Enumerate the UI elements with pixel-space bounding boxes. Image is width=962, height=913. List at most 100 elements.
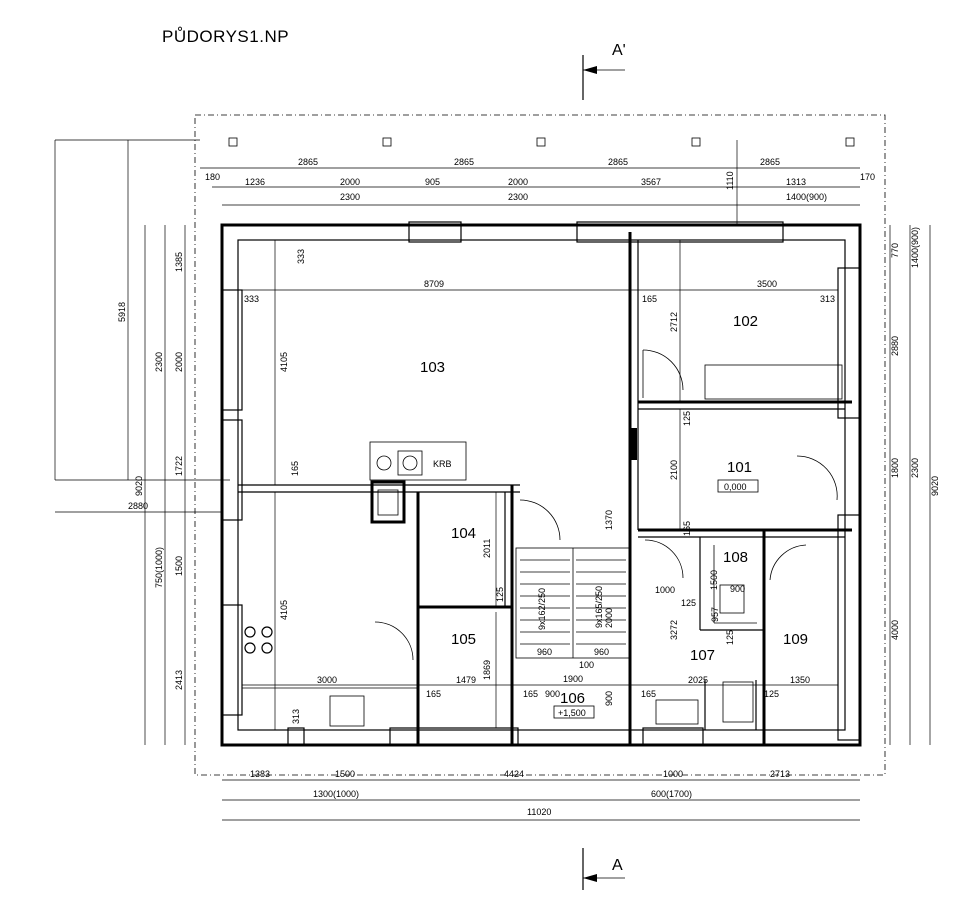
section-label-top: A' [612, 42, 626, 59]
dim-2011: 2011 [482, 539, 492, 558]
dim-left-2413: 2413 [174, 670, 184, 690]
dim-right-2300: 2300 [910, 458, 920, 478]
dim-125d: 125 [725, 630, 735, 645]
dim-top-2300b: 2300 [508, 192, 528, 202]
dim-top-3567: 3567 [641, 177, 661, 187]
dim-957: 957 [710, 607, 720, 622]
dim-2025: 2025 [688, 675, 708, 685]
room-101-label: 101 [727, 459, 752, 476]
dim-900b: 900 [545, 689, 560, 699]
dim-top-1313: 1313 [786, 177, 806, 187]
dimension-text-internal: 8709 3500 333 333 165 313 2712 4105 4105… [244, 249, 835, 724]
dim-165c: 165 [682, 521, 692, 536]
room-106-level: +1,500 [558, 708, 586, 718]
dim-900a: 900 [604, 691, 614, 706]
dim-313b: 313 [291, 709, 301, 724]
dim-2100: 2100 [669, 460, 679, 480]
dim-top-2000b: 2000 [508, 177, 528, 187]
dim-1900: 1900 [563, 674, 583, 684]
room-103-label: 103 [420, 359, 445, 376]
dim-left-1385: 1385 [174, 252, 184, 272]
dim-top-1110: 1110 [725, 171, 735, 190]
dim-100: 100 [579, 660, 594, 670]
room-109-label: 109 [783, 631, 808, 648]
dim-125c: 125 [681, 598, 696, 608]
dim-left-2000: 2000 [174, 352, 184, 372]
dim-left-1500: 1500 [174, 556, 184, 576]
room-104-label: 104 [451, 525, 476, 542]
dim-1370: 1370 [604, 510, 614, 530]
dim-right-2880: 2880 [890, 336, 900, 356]
room-107-label: 107 [690, 647, 715, 664]
dim-4105b: 4105 [279, 600, 289, 620]
dim-left-750: 750(1000) [154, 547, 164, 588]
dim-left-1722: 1722 [174, 456, 184, 476]
room-102-label: 102 [733, 313, 758, 330]
dimension-lines [54, 139, 931, 821]
top-pillars [228, 137, 855, 147]
dim-right-4000: 4000 [890, 620, 900, 640]
room-106-label: 106 [560, 690, 585, 707]
dim-top-2865b: 2865 [454, 157, 474, 167]
dim-stair-1: 9x162/250 [537, 588, 547, 630]
dim-top-2000a: 2000 [340, 177, 360, 187]
dim-right-770: 770 [890, 243, 900, 258]
drawing-title: PŮDORYS1.NP [162, 27, 289, 46]
dim-top-2300a: 2300 [340, 192, 360, 202]
dim-stair-2: 9x165/250 [594, 586, 604, 628]
dim-top-170: 170 [860, 172, 875, 182]
dim-125a: 125 [682, 411, 692, 426]
dim-bottom-1383: 1383 [250, 769, 270, 779]
dim-8709: 8709 [424, 279, 444, 289]
dim-313a: 313 [820, 294, 835, 304]
dim-4105a: 4105 [279, 352, 289, 372]
dim-right-1400: 1400(900) [910, 227, 920, 268]
dim-1479: 1479 [456, 675, 476, 685]
dim-bottom-600: 600(1700) [651, 789, 692, 799]
dimension-text-left: 1385 2000 1722 1500 2413 2300 750(1000) … [117, 252, 184, 690]
fireplace-icon [376, 455, 418, 471]
dim-125e: 125 [764, 689, 779, 699]
dim-top-1400: 1400(900) [786, 192, 827, 202]
dim-1500-int: 1500 [709, 570, 719, 590]
room-labels: 103 102 101 0,000 104 105 106 +1,500 107… [420, 313, 808, 719]
dim-bottom-11020: 11020 [527, 807, 551, 817]
dim-2712: 2712 [669, 312, 679, 332]
dim-left-2300: 2300 [154, 352, 164, 372]
dim-165e: 165 [523, 689, 538, 699]
dim-2000: 2000 [604, 608, 614, 628]
dim-bottom-1300: 1300(1000) [313, 789, 359, 799]
dimension-text-top: 180 2865 2865 2865 2865 170 1236 2000 90… [205, 157, 875, 202]
dim-165d: 165 [426, 689, 441, 699]
dim-165a: 165 [642, 294, 657, 304]
dim-left-2880: 2880 [128, 501, 148, 511]
dim-3500: 3500 [757, 279, 777, 289]
dim-top-180: 180 [205, 172, 220, 182]
dim-960a: 960 [537, 647, 552, 657]
dim-900c: 900 [730, 584, 745, 594]
section-label-bottom: A [612, 857, 623, 874]
room-101-level: 0,000 [724, 482, 747, 492]
dim-960b: 960 [594, 647, 609, 657]
dim-top-905: 905 [425, 177, 440, 187]
section-mark-bottom: A [582, 848, 625, 890]
door-swings [374, 349, 838, 661]
dim-left-5918: 5918 [117, 302, 127, 322]
dimension-text-right: 770 2880 1800 4000 1400(900) 2300 9020 [890, 227, 940, 640]
dim-top-2865c: 2865 [608, 157, 628, 167]
roof-outline [194, 114, 886, 776]
dim-left-9020: 9020 [134, 476, 144, 496]
dim-1869: 1869 [482, 660, 492, 680]
dim-165b: 165 [290, 461, 300, 476]
dim-3272: 3272 [669, 620, 679, 640]
level-box-101 [717, 479, 759, 493]
room-108-label: 108 [723, 549, 748, 566]
dim-bottom-1500: 1500 [335, 769, 355, 779]
dim-1350: 1350 [790, 675, 810, 685]
dim-right-9020: 9020 [930, 476, 940, 496]
dim-333b: 333 [296, 249, 306, 264]
level-box-106 [553, 705, 595, 719]
dim-right-1800: 1800 [890, 458, 900, 478]
dim-333a: 333 [244, 294, 259, 304]
